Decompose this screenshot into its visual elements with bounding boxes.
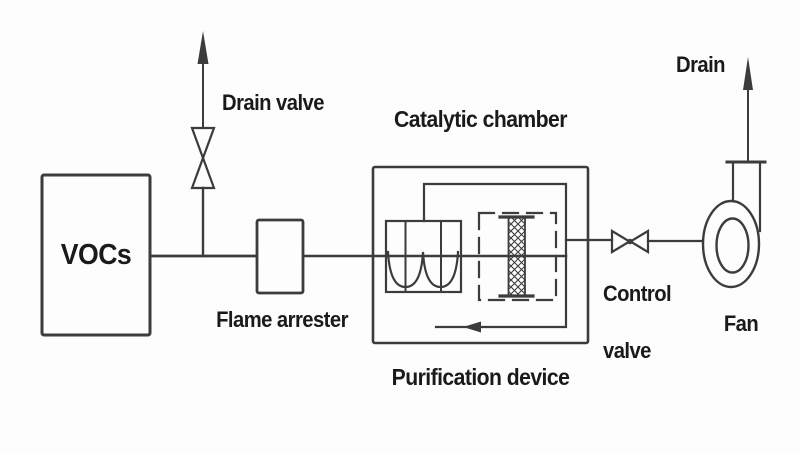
fan-label: Fan <box>723 311 759 336</box>
vocs-label: VOCs <box>60 238 132 271</box>
outlet-pipe <box>564 238 705 243</box>
flame-arrester-box <box>255 218 305 295</box>
flame-arrester-label: Flame arrester <box>216 307 348 332</box>
fan-symbol <box>701 160 767 289</box>
drain-valve-label: Drain valve <box>222 90 324 115</box>
catalytic-chamber-box <box>371 165 590 345</box>
drain-label: Drain <box>676 52 726 77</box>
catalytic-chamber-label: Catalytic chamber <box>394 106 567 132</box>
catalyst-bed-symbol <box>477 211 558 302</box>
recirculation-loop <box>422 182 568 333</box>
drain-arrow-up-right <box>743 57 753 162</box>
purification-device-label: Purification device <box>391 364 570 390</box>
preheater-symbol <box>384 219 463 294</box>
control-valve-symbol <box>610 229 650 254</box>
control-valve-label-line2: valve <box>603 338 651 363</box>
drain-valve-symbol <box>190 63 216 258</box>
drain-arrow-up-left <box>197 31 209 64</box>
control-valve-label-line1: Control <box>603 281 672 306</box>
